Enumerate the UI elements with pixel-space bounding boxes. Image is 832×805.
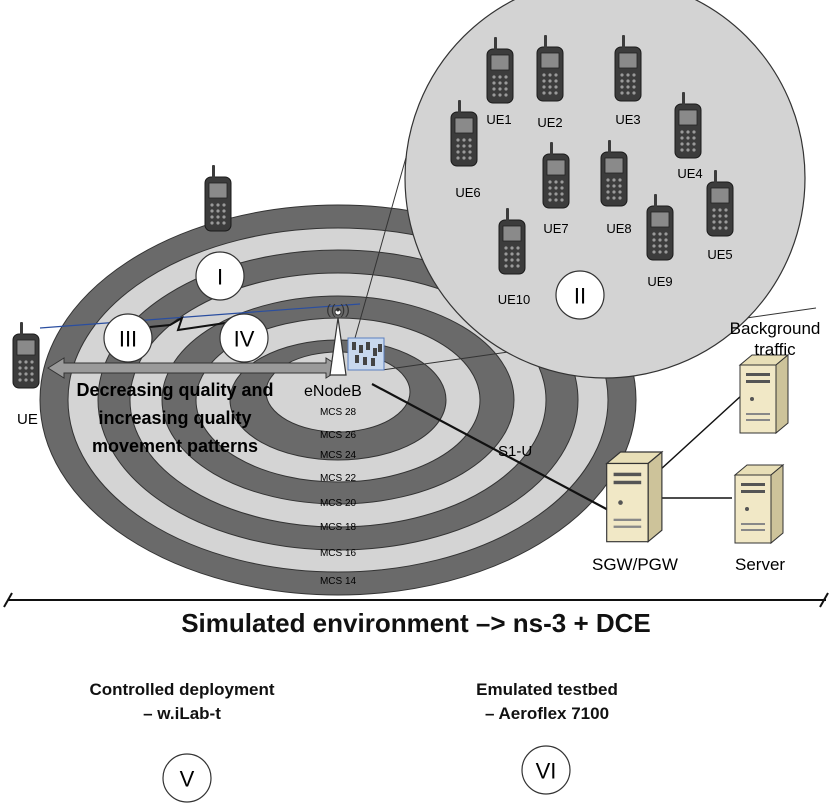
s1u-link (371, 383, 613, 513)
background-traffic-label: Background traffic (729, 319, 821, 359)
ue-label: UE8 (606, 221, 631, 236)
marker-II: II (555, 270, 605, 320)
background-traffic-link (659, 394, 743, 471)
server-label: Server (735, 555, 786, 574)
emulated-testbed-line2: – Aeroflex 7100 (484, 704, 610, 723)
s1u-label: S1-U (498, 443, 532, 460)
mcs-label: MCS 16 (320, 548, 357, 559)
outer-ue-label: UE (17, 411, 38, 428)
mcs-label: MCS 26 (320, 430, 357, 441)
enodeb-antenna-icon: ((•)) (326, 301, 350, 376)
svg-text:III: III (119, 327, 137, 352)
ue-label: UE2 (537, 115, 562, 130)
mcs-label: MCS 22 (320, 473, 357, 484)
radio-link-line (39, 303, 361, 329)
marker-V: V (162, 753, 212, 803)
ue-label: UE7 (543, 221, 568, 236)
mcs-label: MCS 20 (320, 498, 357, 509)
svg-text:((•)): ((•)) (326, 301, 350, 317)
ue-cluster-mini-phones (352, 342, 382, 366)
mcs-labels: MCS 28 MCS 26 MCS 24 MCS 22 MCS 20 MCS 1… (320, 407, 357, 587)
ue-label: UE9 (647, 274, 672, 289)
svg-text:I: I (217, 265, 223, 290)
mcs-label: MCS 24 (320, 450, 357, 461)
enodeb-label: eNodeB (304, 383, 362, 400)
svg-text:V: V (180, 767, 195, 792)
sgw-pgw-server-icon (606, 451, 663, 543)
ue-labels: UE1 UE2 UE3 UE4 UE5 UE6 UE7 UE8 UE9 UE10 (455, 112, 732, 307)
simulated-environment-title: Simulated environment –> ns-3 + DCE (181, 608, 651, 638)
controlled-deployment-line2: – w.iLab-t (143, 704, 221, 723)
mcs-label: MCS 28 (320, 407, 357, 418)
svg-text:movement patterns: movement patterns (92, 436, 258, 456)
ue-label: UE4 (677, 166, 702, 181)
sgw-pgw-label: SGW/PGW (592, 555, 678, 574)
movement-patterns-text: Decreasing quality and increasing qualit… (76, 380, 273, 456)
outer-ue-phone-icon (12, 321, 40, 389)
ue-label: UE6 (455, 185, 480, 200)
svg-text:VI: VI (536, 759, 557, 784)
server-icon (734, 464, 784, 544)
separator-tick (3, 592, 13, 608)
background-traffic-server-icon (739, 354, 789, 434)
ue-label: UE3 (615, 112, 640, 127)
marker-IV: IV (219, 313, 269, 363)
marker-III: III (103, 313, 153, 363)
mcs-label: MCS 18 (320, 522, 357, 533)
controlled-deployment-line1: Controlled deployment (89, 680, 275, 699)
lightning-bolt (119, 315, 233, 332)
ue-label: UE5 (707, 247, 732, 262)
mcs-label: MCS 14 (320, 576, 357, 587)
svg-text:Decreasing quality and: Decreasing quality and (76, 380, 273, 400)
marker-I: I (195, 251, 245, 301)
emulated-testbed-line1: Emulated testbed (476, 680, 618, 699)
phone-icon (204, 164, 232, 232)
ue-label: UE1 (486, 112, 511, 127)
svg-text:increasing quality: increasing quality (98, 408, 251, 428)
separator-tick (819, 592, 829, 608)
svg-text:IV: IV (234, 327, 255, 352)
ue-label: UE10 (498, 292, 531, 307)
svg-text:II: II (574, 284, 586, 309)
marker-VI: VI (521, 745, 571, 795)
